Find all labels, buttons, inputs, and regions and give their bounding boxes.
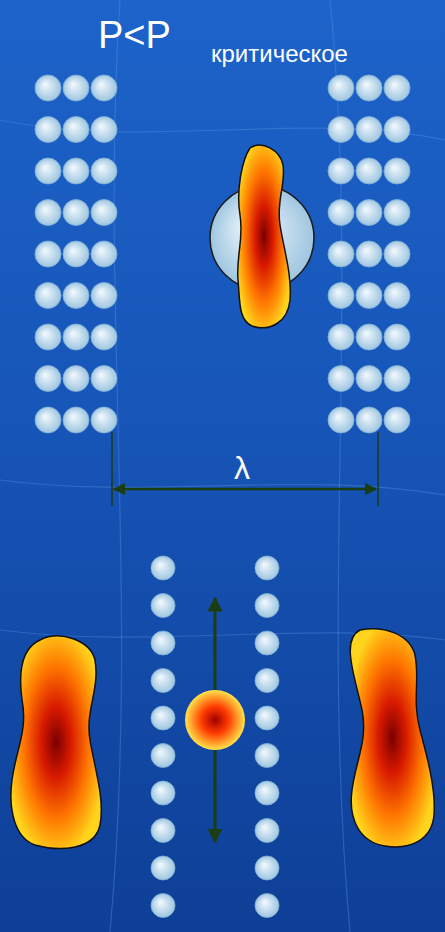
lipid-head <box>91 158 117 184</box>
lipid-head <box>255 744 279 768</box>
flame-molecule <box>350 629 434 847</box>
flame-molecule <box>11 636 101 848</box>
dimension-tick <box>377 432 379 506</box>
subscript: критическое <box>211 42 348 66</box>
lipid-head <box>356 407 382 433</box>
vertical-arrow <box>214 598 217 690</box>
lipid-head <box>91 75 117 101</box>
lipid-head <box>63 200 89 226</box>
vertical-arrow <box>214 750 217 842</box>
lipid-head <box>151 556 175 580</box>
dimension-line <box>114 488 376 491</box>
lipid-head <box>35 200 61 226</box>
lipid-head <box>63 407 89 433</box>
lipid-head <box>384 241 410 267</box>
lipid-head <box>63 241 89 267</box>
lipid-head <box>91 407 117 433</box>
lipid-head <box>63 158 89 184</box>
flame-molecule <box>238 145 291 328</box>
lipid-head <box>151 744 175 768</box>
lipid-head <box>35 117 61 143</box>
lipid-head <box>91 366 117 392</box>
lipid-head <box>356 200 382 226</box>
lipid-head <box>63 366 89 392</box>
lipid-head <box>328 158 354 184</box>
lipid-head <box>151 669 175 693</box>
lipid-head <box>151 894 175 918</box>
lipid-head <box>255 706 279 730</box>
lipid-head <box>35 366 61 392</box>
lipid-head <box>384 200 410 226</box>
lipid-head <box>255 781 279 805</box>
lipid-head <box>35 241 61 267</box>
lipid-head <box>328 283 354 309</box>
lipid-head <box>384 324 410 350</box>
lipid-head <box>255 631 279 655</box>
lipid-head <box>328 324 354 350</box>
lipid-head <box>35 283 61 309</box>
lipid-head <box>255 819 279 843</box>
lipid-head <box>255 856 279 880</box>
lipid-head <box>91 200 117 226</box>
lipid-head <box>356 366 382 392</box>
lipid-head <box>255 594 279 618</box>
lipid-head <box>328 75 354 101</box>
lipid-head <box>255 669 279 693</box>
lipid-head <box>384 283 410 309</box>
lipid-head <box>328 366 354 392</box>
lipid-head <box>255 894 279 918</box>
pore-core <box>185 690 245 750</box>
lipid-head <box>328 117 354 143</box>
lipid-head <box>63 75 89 101</box>
lipid-head <box>356 283 382 309</box>
lipid-head <box>151 706 175 730</box>
lipid-head <box>91 324 117 350</box>
lipid-head <box>91 283 117 309</box>
lipid-head <box>356 117 382 143</box>
lipid-head <box>151 594 175 618</box>
lipid-head <box>91 241 117 267</box>
lipid-head <box>35 324 61 350</box>
dimension-label: λ <box>234 452 250 484</box>
lipid-head <box>384 75 410 101</box>
lipid-head <box>63 324 89 350</box>
lipid-head <box>63 117 89 143</box>
lipid-head <box>356 158 382 184</box>
lipid-head <box>151 856 175 880</box>
lipid-head <box>384 407 410 433</box>
lipid-head <box>35 407 61 433</box>
lipid-head <box>151 631 175 655</box>
lipid-head <box>63 283 89 309</box>
lipid-head <box>384 117 410 143</box>
lipid-head <box>328 241 354 267</box>
lipid-head <box>328 200 354 226</box>
dimension-tick <box>111 432 113 506</box>
lipid-head <box>328 407 354 433</box>
lipid-head <box>91 117 117 143</box>
lipid-head <box>151 781 175 805</box>
title: P<P <box>98 16 171 54</box>
lipid-head <box>384 158 410 184</box>
lipid-head <box>356 75 382 101</box>
lipid-head <box>35 75 61 101</box>
lipid-head <box>384 366 410 392</box>
lipid-head <box>35 158 61 184</box>
lipid-head <box>356 241 382 267</box>
lipid-head <box>356 324 382 350</box>
lipid-head <box>255 556 279 580</box>
lipid-head <box>151 819 175 843</box>
